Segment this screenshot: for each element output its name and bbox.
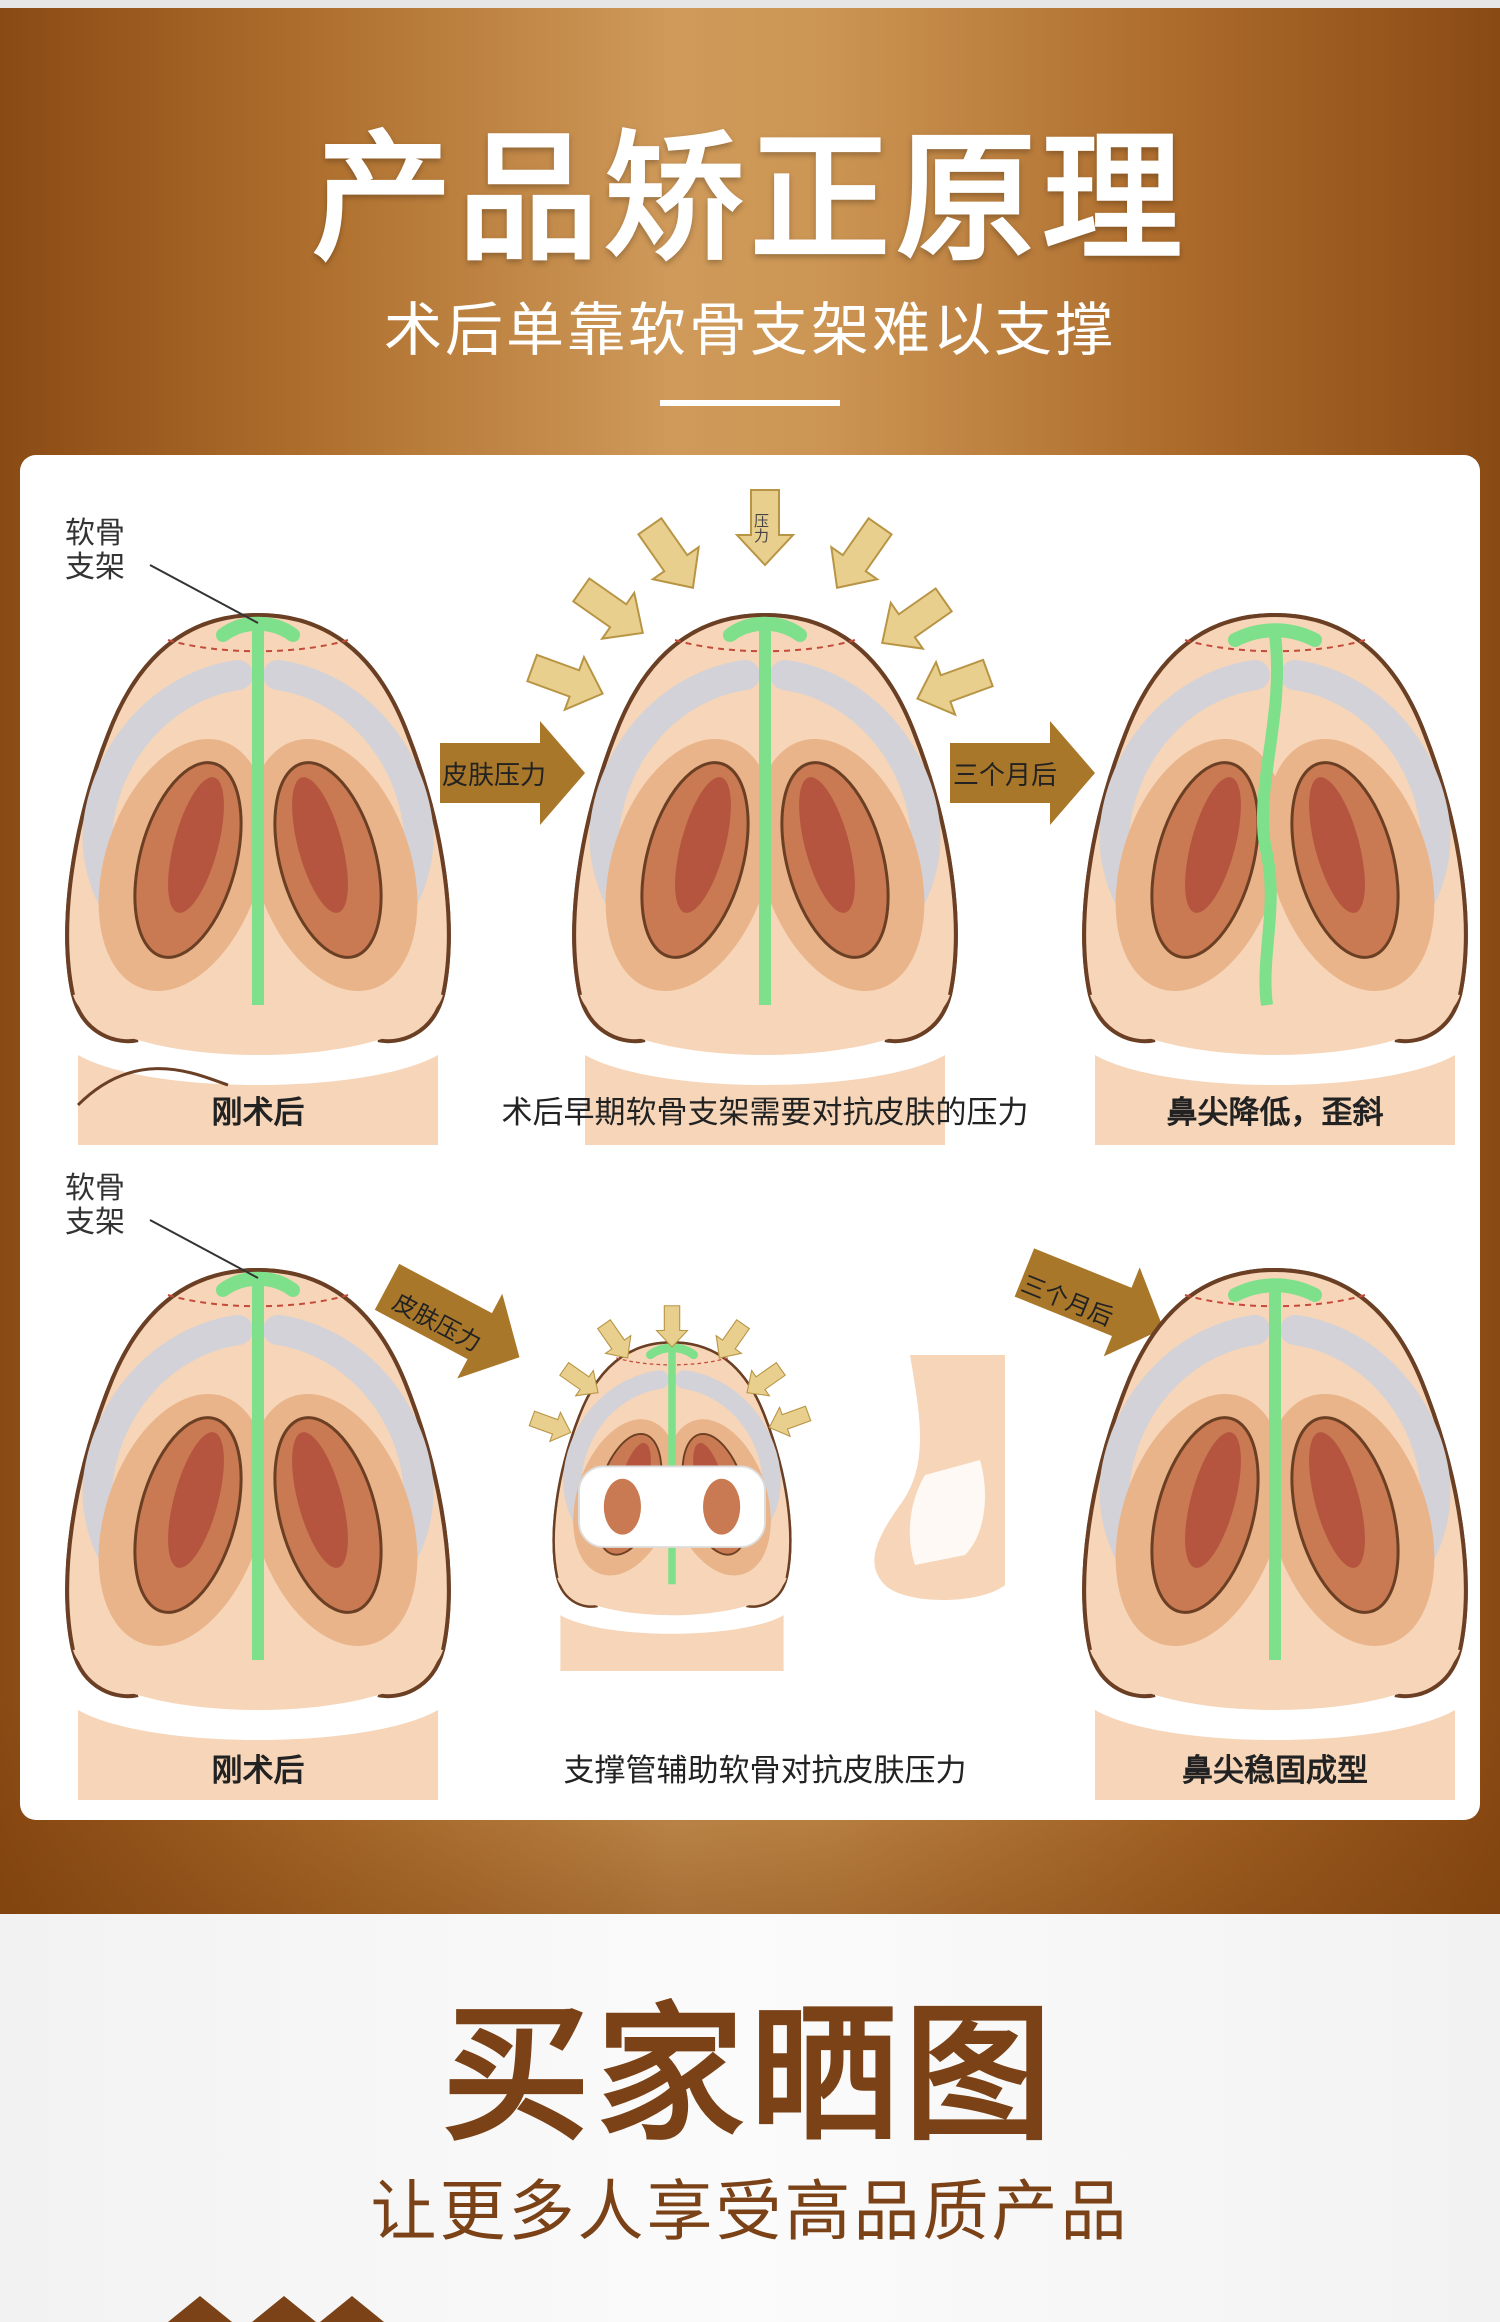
cartilage-pointer-2: [149, 1219, 259, 1279]
decor-chevron-1: [168, 2296, 232, 2322]
nose-side-profile: [874, 1355, 1005, 1600]
cartilage-pointer-1: [149, 564, 259, 624]
page-title: 产品矫正原理: [311, 118, 1188, 281]
nose-figure-1: [67, 613, 449, 1147]
arrow-three-months-1-label: 三个月后: [953, 761, 1058, 791]
caption-row2-2: 支撑管辅助软骨对抗皮肤压力: [563, 1753, 967, 1789]
cartilage-label-2-line2: 支架: [65, 1205, 125, 1240]
cartilage-label-1-line1: 软骨: [65, 516, 125, 551]
page-subtitle: 术后单靠软骨支架难以支撑: [383, 296, 1116, 364]
nose-diagram: [20, 489, 1480, 1802]
arrow-skin-pressure-1: [440, 721, 585, 825]
pressure-arrows-row2: [528, 1305, 812, 1443]
caption-row1-1: 刚术后: [211, 1095, 305, 1131]
nose-figure-2: [574, 613, 956, 1147]
cartilage-label-2: 软骨 支架: [65, 1172, 125, 1240]
diagram-card: 软骨 支架 软骨 支架 皮肤压力 三个月后 皮肤压力 三个月后 压力 刚术后 术…: [20, 455, 1480, 1820]
arrow-skin-pressure-1-label: 皮肤压力: [442, 761, 547, 791]
pressure-label-top: 压力: [752, 513, 770, 543]
caption-row2-1: 刚术后: [211, 1753, 305, 1789]
buyer-show-subtitle: 让更多人享受高品质产品: [370, 2173, 1130, 2250]
buyer-show-section: [0, 1914, 1500, 2322]
decor-chevron-2: [252, 2296, 316, 2322]
pressure-arrows-row1: [526, 489, 994, 717]
title-underline: [660, 400, 840, 406]
buyer-show-title: 买家晒图: [442, 1989, 1058, 2161]
top-strip: [0, 0, 1500, 8]
nose-figure-3: [1084, 613, 1466, 1147]
nose-figure-6: [1084, 1268, 1466, 1802]
caption-row2-3: 鼻尖稳固成型: [1182, 1753, 1368, 1789]
cartilage-label-1-line2: 支架: [65, 550, 125, 585]
arrow-skin-pressure-2: [374, 1263, 520, 1379]
arrow-three-months-2: [1014, 1248, 1164, 1357]
nose-figure-splinted: [554, 1341, 791, 1673]
caption-row1-2: 术后早期软骨支架需要对抗皮肤的压力: [501, 1095, 1029, 1131]
caption-row1-3: 鼻尖降低，歪斜: [1166, 1095, 1384, 1131]
nose-figure-4: [67, 1268, 449, 1802]
cartilage-label-2-line1: 软骨: [65, 1171, 125, 1206]
arrow-three-months-1: [950, 721, 1095, 825]
decor-chevron-3: [320, 2296, 384, 2322]
cartilage-label-1: 软骨 支架: [65, 517, 125, 585]
